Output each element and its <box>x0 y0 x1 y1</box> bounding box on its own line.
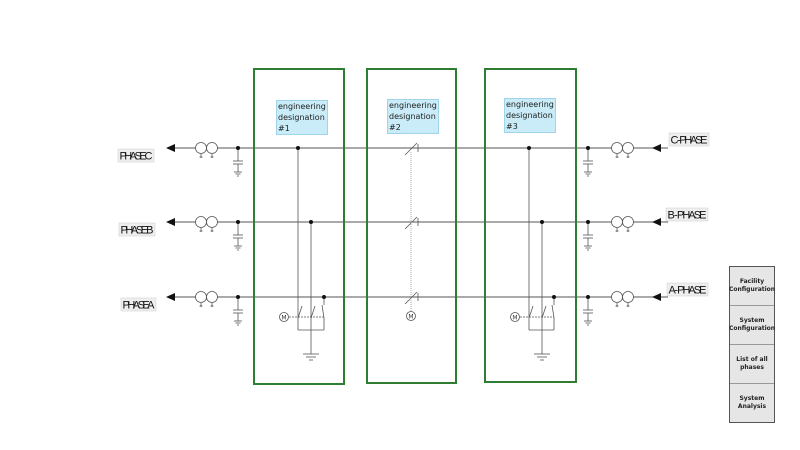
transformer-icon <box>611 142 623 154</box>
designation-number: #1 <box>278 124 290 133</box>
svg-text:M: M <box>512 315 517 322</box>
designation-label-3: engineering designation #3 <box>504 98 556 133</box>
button-label: Facility <box>739 278 765 285</box>
designation-text: designation <box>278 113 325 122</box>
designation-text: engineering <box>278 102 326 111</box>
button-label: Configuration <box>728 286 776 293</box>
arrow-icon <box>652 293 661 301</box>
transformer-icon <box>206 291 218 303</box>
motor-icon: M <box>406 311 416 321</box>
transformer-icon <box>206 142 218 154</box>
motor-icon: M <box>279 312 289 322</box>
transformer-icon <box>611 216 623 228</box>
designation-box-3[interactable] <box>484 68 577 383</box>
transformer-icon <box>611 291 623 303</box>
designation-number: #2 <box>389 123 401 132</box>
motor-icon: M <box>510 312 520 322</box>
transformer-icon <box>622 291 634 303</box>
designation-label-2: engineering designation #2 <box>387 99 439 134</box>
button-label: List of all <box>736 356 768 363</box>
arrow-icon <box>166 293 175 301</box>
arrow-icon <box>652 144 661 152</box>
transformer-icon <box>195 216 207 228</box>
button-label: Analysis <box>737 403 767 410</box>
label-phase-c-left: PHASE C <box>120 151 153 163</box>
designation-box-1[interactable] <box>253 68 345 385</box>
arrow-icon <box>166 144 175 152</box>
button-label: System <box>739 395 765 402</box>
transformer-icon <box>622 216 634 228</box>
transformer-icon <box>195 142 207 154</box>
designation-box-2[interactable] <box>366 68 457 384</box>
arrow-icon <box>652 218 661 226</box>
designation-label-1: engineering designation #1 <box>276 100 328 135</box>
label-phase-c-right: C - PHASE <box>671 135 708 147</box>
transformer-icon <box>206 216 218 228</box>
svg-text:M: M <box>408 314 413 321</box>
button-label: Configuration <box>728 325 776 332</box>
label-phase-a-right: A - PHASE <box>669 285 707 297</box>
svg-text:M: M <box>281 315 286 322</box>
designation-number: #3 <box>506 122 518 131</box>
label-phase-b-left: PHASE B <box>121 225 154 237</box>
designation-text: engineering <box>506 100 554 109</box>
button-label: phases <box>740 364 764 371</box>
designation-text: designation <box>506 111 553 120</box>
designation-text: designation <box>389 112 436 121</box>
transformer-icon <box>195 291 207 303</box>
button-label: System <box>739 317 765 324</box>
label-phase-a-left: PHASE A <box>123 300 156 312</box>
arrow-icon <box>166 218 175 226</box>
label-phase-b-right: B - PHASE <box>668 210 707 222</box>
transformer-icon <box>622 142 634 154</box>
designation-text: engineering <box>389 101 437 110</box>
